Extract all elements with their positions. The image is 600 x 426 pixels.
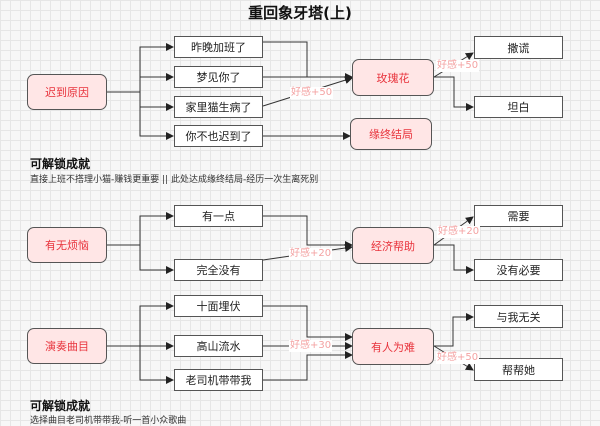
choice-node[interactable]: 坦白 [474,96,563,118]
option-node[interactable]: 十面埋伏 [174,295,263,317]
choice-node[interactable]: 帮帮她 [474,358,563,381]
result-node-rose[interactable]: 玫瑰花 [352,59,434,96]
affection-label: 好感+20 [289,248,333,260]
edge [434,76,474,111]
affection-label: 好感+50 [290,87,334,99]
affection-label: 好感+50 [436,352,480,364]
edge [139,346,174,384]
achievement-title: 可解锁成就 [30,399,91,413]
option-node[interactable]: 高山流水 [174,335,263,357]
affection-label: 好感+20 [437,226,481,238]
edge [434,313,474,347]
edge [139,92,174,111]
root-node-performance[interactable]: 演奏曲目 [27,328,107,364]
edge [107,43,174,93]
option-node[interactable]: 有一点 [174,205,263,227]
edge [107,212,174,246]
option-node[interactable]: 家里猫生病了 [174,96,263,118]
edge [263,305,353,341]
edge [139,245,174,274]
edge [139,107,174,140]
achievement-title: 可解锁成就 [30,157,91,171]
edge [434,244,474,274]
affection-label: 好感+30 [289,340,333,352]
achievement-desc: 直接上班不搭理小猫-赚钱更重要 || 此处达成缘终结局-经历一次生离死别 [30,175,319,185]
choice-node[interactable]: 需要 [474,205,563,227]
edge [107,302,174,347]
edge [263,41,308,77]
achievement-desc: 选择曲目老司机带带我-听一首小众歌曲 [30,416,187,426]
affection-label: 好感+50 [436,60,480,72]
result-node-financial-help[interactable]: 经济帮助 [352,227,434,264]
choice-node[interactable]: 与我无关 [474,305,563,328]
option-node[interactable]: 老司机带带我 [174,369,263,391]
diagram-title: 重回象牙塔(上) [248,4,352,22]
root-node-worries[interactable]: 有无烦恼 [27,227,107,263]
option-node[interactable]: 昨晚加班了 [174,36,263,58]
result-node-trouble[interactable]: 有人为难 [352,328,434,365]
edge [263,215,353,249]
option-node[interactable]: 完全没有 [174,259,263,281]
option-node[interactable]: 你不也迟到了 [174,125,263,147]
result-node-ending[interactable]: 缘终结局 [350,118,432,150]
choice-node[interactable]: 撒谎 [474,36,563,59]
choice-node[interactable]: 没有必要 [474,259,563,281]
option-node[interactable]: 梦见你了 [174,66,263,88]
edge [263,351,353,381]
root-node-late-reason[interactable]: 迟到原因 [27,74,107,110]
